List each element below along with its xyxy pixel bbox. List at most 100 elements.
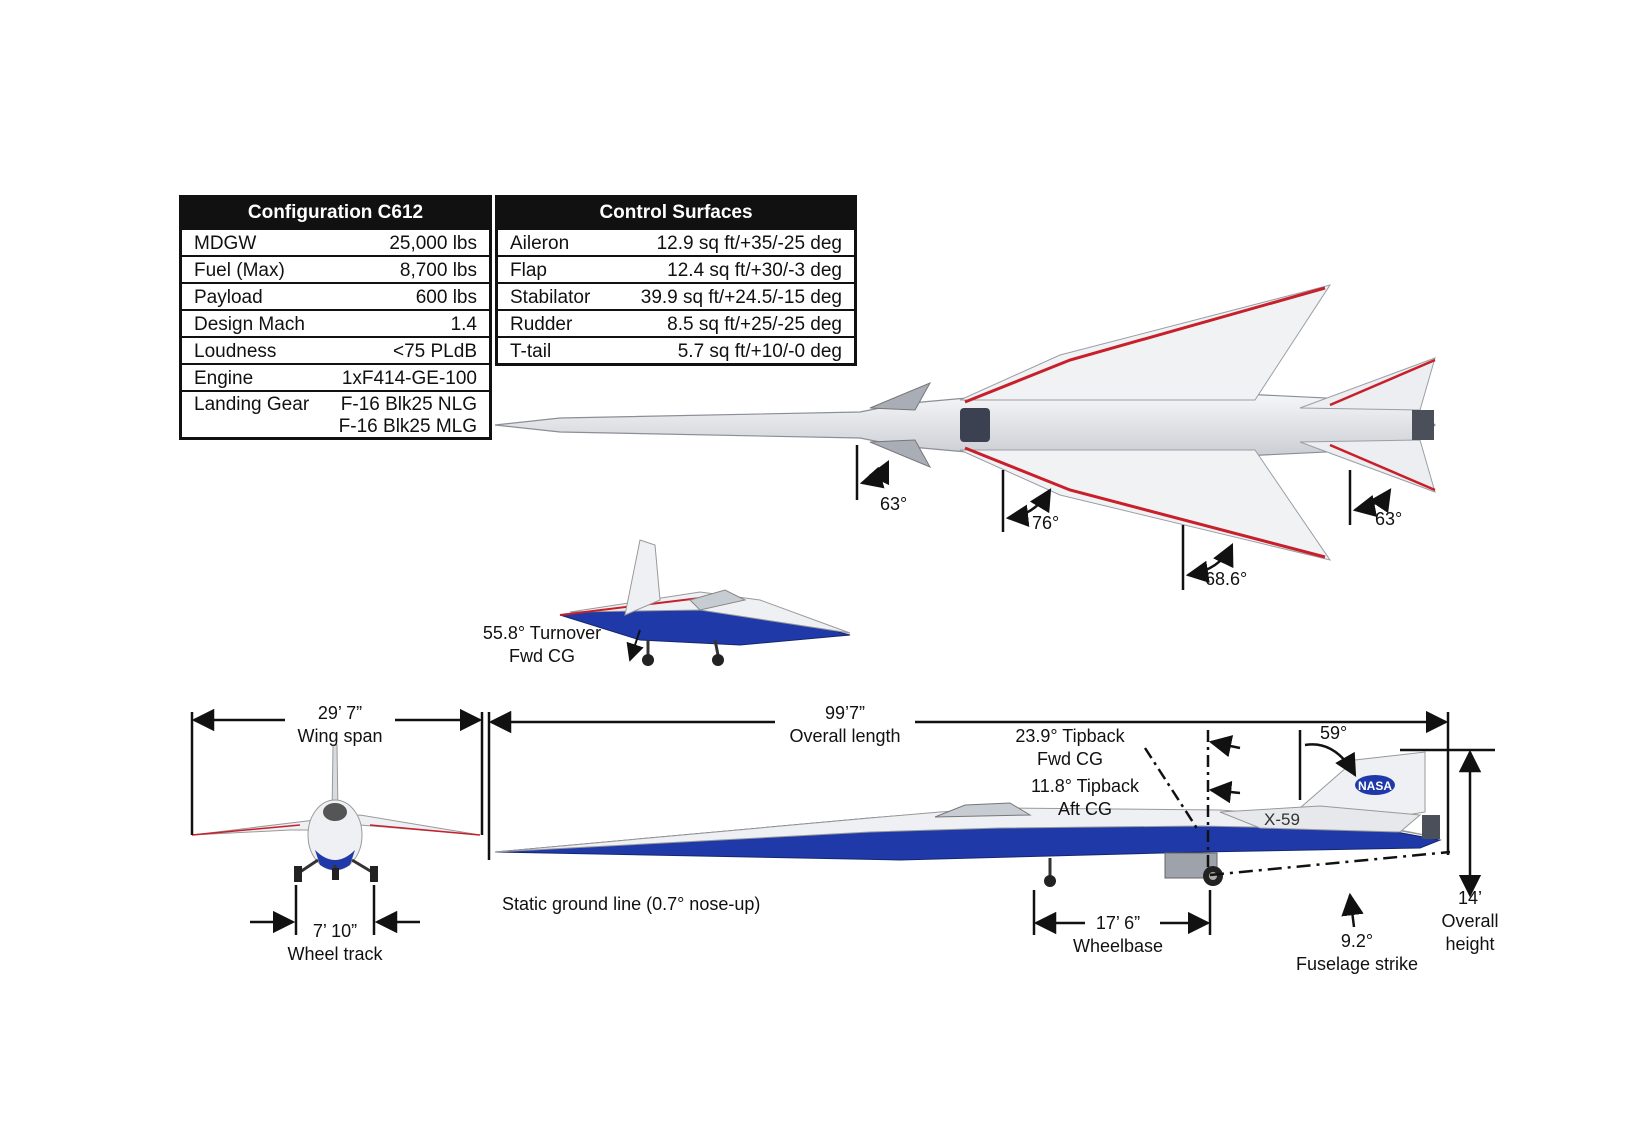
iso-vertical-tail [624,539,661,616]
wing-outer-angle-arc [1185,542,1234,583]
config-row: Design Mach 1.4 [182,309,489,336]
side-nacelle [1219,805,1422,833]
front-view-aircraft [191,744,481,882]
config-row-value: 1xF414-GE-100 [341,368,477,389]
surface-row: Aileron 12.9 sq ft/+35/-25 deg [498,228,854,255]
tipback-aft-label: 11.8° Tipback Aft CG [1020,775,1150,821]
iso-wheel [712,654,724,666]
surface-row-value: 12.9 sq ft/+35/-25 deg [656,233,842,254]
top-wing-stripe-upper [964,286,1326,404]
surface-row-label: Aileron [510,233,570,254]
config-row-label: Engine [194,368,254,389]
config-row-value: 1.4 [450,314,477,335]
surface-row: T-tail 5.7 sq ft/+10/-0 deg [498,336,854,363]
wing-span-caption: Wing span [297,726,383,746]
wing-inner-angle-label: 76° [1032,513,1060,533]
side-nose-wheel [1044,875,1056,887]
control-surfaces-table: Control Surfaces Aileron 12.9 sq ft/+35/-… [495,195,857,366]
tipback-arrow-lower [1208,780,1241,804]
top-view-angle-lines [855,445,1392,590]
config-row-label: Design Mach [194,314,305,335]
wing-span-value: 29’ 7” [317,703,363,723]
tail-sweep-angle-label: 59° [1320,723,1348,743]
config-row-label: Fuel (Max) [194,260,285,281]
side-view-aircraft: NASA X-59 [494,751,1442,887]
iso-landing-gear [646,639,720,656]
top-tail-stripe-lower [1329,443,1436,492]
config-row-value: F-16 Blk25 MLG [338,416,477,437]
config-row-value: 600 lbs [415,287,477,308]
side-canopy [934,802,1032,818]
canard-angle-arc [859,459,890,489]
wing-inner-angle-arc [1005,488,1052,527]
top-view-aircraft [494,284,1436,561]
overall-height-caption1: Overall [1441,911,1499,931]
front-wheel-left [294,866,302,882]
top-wing-stripe-lower [964,446,1326,559]
top-cockpit [960,408,990,442]
config-row-label: Landing Gear [194,394,310,415]
configuration-table-title: Configuration C612 [182,198,489,228]
turnover-label-line2: Fwd CG [508,646,575,666]
config-row-label: Payload [194,287,263,308]
iso-turnover-arrow [626,629,644,662]
top-canard-lower [869,439,932,469]
tail-angle-label: 63° [1375,509,1403,529]
surface-row-label: T-tail [510,341,552,362]
top-stabilator-upper [1299,357,1436,411]
fuselage-strike-line [1209,850,1451,877]
config-row: Payload 600 lbs [182,282,489,309]
fuselage-strike-arrow [1341,892,1364,928]
tipback-fwd-line1: 23.9° Tipback [1015,726,1125,746]
front-view-dimensions [190,708,484,935]
overall-height-caption2: height [1445,934,1495,954]
tipback-arrow-upper [1208,735,1241,758]
fuselage-strike-value: 9.2° [1340,931,1374,951]
tipback-aft-line2: Aft CG [1057,799,1112,819]
wheel-track-caption: Wheel track [287,944,383,964]
wheel-track-value: 7’ 10” [312,921,358,941]
iso-view-aircraft [559,539,851,666]
top-stabilator-lower [1299,439,1436,493]
wheel-track-label: 7’ 10” Wheel track [275,920,395,966]
front-wheel-right [370,866,378,882]
wheelbase-label: 17’ 6” Wheelbase [1058,912,1178,958]
config-row-value: <75 PLdB [393,341,477,362]
config-row: Loudness <75 PLdB [182,336,489,363]
canard-angle-label: 63° [880,494,908,514]
config-row-label: Loudness [194,341,277,362]
surface-row-value: 12.4 sq ft/+30/-3 deg [667,260,842,281]
config-row-value: F-16 Blk25 NLG [340,394,477,415]
front-belly [315,850,355,870]
turnover-label-line1: 55.8° Turnover [482,623,602,643]
config-row-value: 25,000 lbs [389,233,477,254]
config-row: Engine 1xF414-GE-100 [182,363,489,390]
front-cockpit [323,803,347,821]
side-engine-nozzle [1422,815,1440,839]
side-view-dimensions [487,710,1495,935]
top-canard-upper [869,381,932,411]
config-row-value: 8,700 lbs [399,260,477,281]
tail-angle-arc [1352,488,1392,518]
control-surfaces-table-title: Control Surfaces [498,198,854,228]
tipback-fwd-label: 23.9° Tipback Fwd CG [1000,725,1140,771]
iso-canopy [689,589,747,611]
turnover-label: 55.8° Turnover Fwd CG [482,622,602,668]
surface-row-value: 39.9 sq ft/+24.5/-15 deg [640,287,842,308]
config-row: Fuel (Max) 8,700 lbs [182,255,489,282]
nasa-logo-text: NASA [1358,779,1392,793]
surface-row-value: 5.7 sq ft/+10/-0 deg [677,341,842,362]
top-engine-nozzle [1412,410,1434,440]
surface-row-value: 8.5 sq ft/+25/-25 deg [667,314,842,335]
front-wheel-nose [332,868,339,880]
front-wing-stripe-left [191,824,301,836]
overall-length-label: 99’7” Overall length [775,702,915,748]
top-tail-stripe-upper [1329,358,1436,407]
